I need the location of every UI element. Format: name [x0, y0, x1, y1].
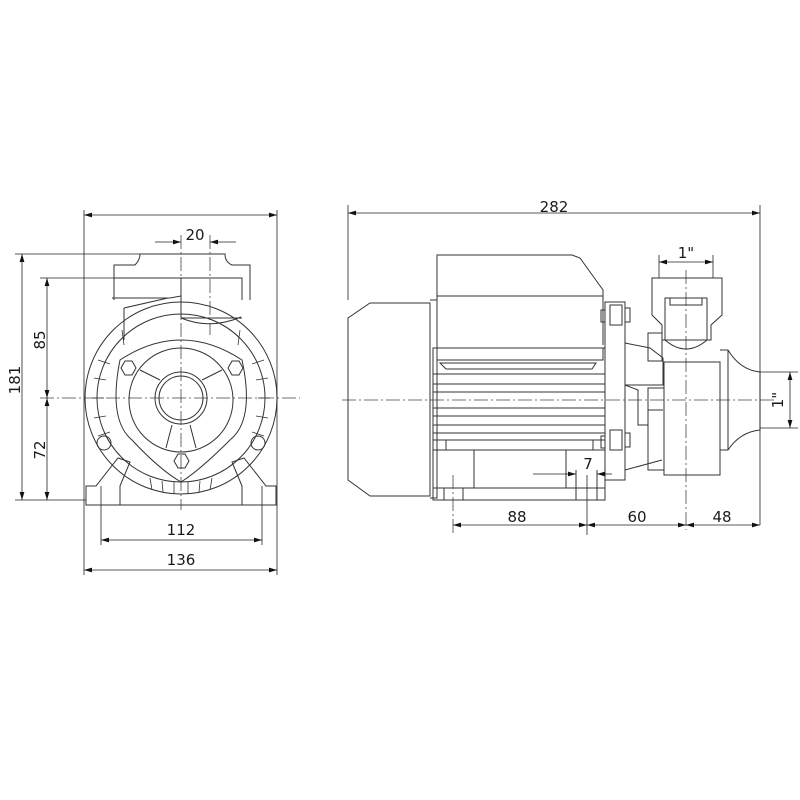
side-view [342, 254, 775, 535]
inlet-inner-circle [158, 375, 204, 421]
mounting-flange [600, 301, 631, 481]
pump-flange [115, 339, 247, 483]
dim-center-to-top: 85 [31, 330, 49, 349]
dim-center-to-base: 72 [31, 440, 49, 459]
motor-body [432, 347, 606, 501]
cooling-fins [92, 329, 270, 494]
dim-outlet-offset: 20 [185, 226, 204, 244]
side-dimensions: 282 1" 1" 7 88 60 48 [347, 198, 798, 535]
dim-outlet-size: 1" [678, 244, 694, 262]
dim-inlet-size: 1" [769, 392, 787, 408]
dim-foot-hole: 7 [583, 455, 593, 473]
dim-foot-spacing: 112 [167, 521, 196, 539]
bolt-icon [120, 360, 137, 376]
dim-total-width: 136 [167, 551, 196, 569]
bolt-icon [96, 435, 112, 451]
outlet-block [112, 253, 251, 340]
pump-cover-circle [128, 347, 234, 453]
dim-foot-to-outlet: 60 [627, 508, 646, 526]
bolts [96, 360, 266, 469]
pump-body [624, 332, 761, 476]
front-dimensions: 20 181 85 72 112 136 [6, 210, 278, 575]
dim-outlet-to-inlet: 48 [712, 508, 731, 526]
bolt-icon [227, 360, 244, 376]
dim-total-height: 181 [6, 366, 24, 395]
dim-total-length: 282 [540, 198, 569, 216]
bolt-icon [250, 435, 266, 451]
bolt-icon [173, 453, 190, 469]
fan-cover [347, 302, 431, 497]
cover-ribs [139, 369, 223, 449]
inlet-outer-circle [154, 371, 208, 425]
dim-foot-to-foot: 88 [507, 508, 526, 526]
terminal-box [436, 254, 604, 345]
front-view [40, 235, 300, 510]
feet [85, 457, 277, 506]
outlet-port [651, 277, 723, 350]
